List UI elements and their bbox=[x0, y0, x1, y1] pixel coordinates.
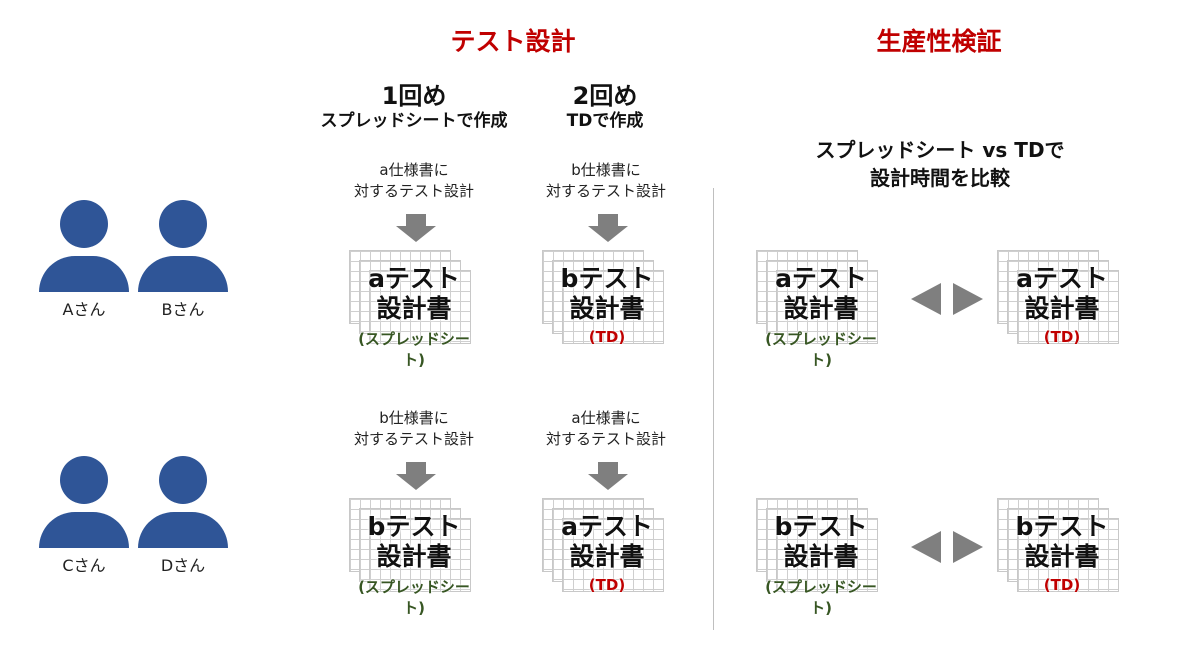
arrow-down-icon bbox=[588, 214, 628, 242]
round1-subtitle: スプレッドシートで作成 bbox=[320, 111, 508, 131]
doc-tag: (TD) bbox=[588, 328, 626, 346]
spec-bottom-round2-line1: a仕様書に bbox=[571, 409, 641, 427]
person-d-head-icon bbox=[159, 456, 207, 504]
spec-top-round1: a仕様書に 対するテスト設計 bbox=[334, 160, 494, 202]
round2-subtitle: TDで作成 bbox=[566, 111, 644, 131]
doc-title-line2: 設計書 bbox=[569, 294, 645, 323]
arrow-down-icon bbox=[396, 214, 436, 242]
doc-title-line1: bテスト bbox=[774, 512, 868, 541]
doc-compare-bottom-left: bテスト 設計書 (スプレッドシート) bbox=[756, 498, 886, 617]
doc-title-line2: 設計書 bbox=[569, 542, 645, 571]
person-c: Cさん bbox=[39, 456, 129, 576]
person-b-label: Bさん bbox=[161, 300, 205, 319]
compare-arrows-icon bbox=[911, 527, 983, 567]
person-a-label: Aさん bbox=[62, 300, 106, 319]
comparison-line1: スプレッドシート vs TDで bbox=[815, 138, 1065, 162]
compare-arrows-icon bbox=[911, 279, 983, 319]
doc-compare-top-left: aテスト 設計書 (スプレッドシート) bbox=[756, 250, 886, 369]
doc-title-line2: 設計書 bbox=[376, 294, 452, 323]
spec-top-round2: b仕様書に 対するテスト設計 bbox=[526, 160, 686, 202]
doc-title-line1: aテスト bbox=[561, 512, 653, 541]
doc-tag: (スプレッドシート) bbox=[358, 330, 470, 369]
doc-title-line2: 設計書 bbox=[376, 542, 452, 571]
spec-top-round1-line2: 対するテスト設計 bbox=[353, 182, 474, 200]
doc-tag: (スプレッドシート) bbox=[765, 330, 877, 369]
person-a: Aさん bbox=[39, 200, 129, 320]
doc-tag: (スプレッドシート) bbox=[358, 578, 470, 617]
doc-tag: (TD) bbox=[588, 576, 626, 594]
doc-title-line2: 設計書 bbox=[783, 542, 859, 571]
doc-top-round2: bテスト 設計書 (TD) bbox=[542, 250, 672, 350]
arrow-down-icon bbox=[588, 462, 628, 490]
person-b: Bさん bbox=[138, 200, 228, 320]
doc-bottom-round1: bテスト 設計書 (スプレッドシート) bbox=[349, 498, 479, 617]
doc-title-line1: bテスト bbox=[1015, 512, 1109, 541]
person-b-body-icon bbox=[138, 256, 228, 292]
doc-title-line1: aテスト bbox=[775, 264, 867, 293]
doc-title-line2: 設計書 bbox=[1024, 294, 1100, 323]
person-a-head-icon bbox=[60, 200, 108, 248]
test-design-header: テスト設計 bbox=[450, 27, 576, 56]
doc-bottom-round2: aテスト 設計書 (TD) bbox=[542, 498, 672, 598]
round2-title: 2回め bbox=[572, 82, 638, 110]
doc-title-line1: aテスト bbox=[1016, 264, 1108, 293]
productivity-header: 生産性検証 bbox=[876, 27, 1002, 56]
round2-heading: 2回め TDで作成 bbox=[530, 82, 680, 132]
person-c-label: Cさん bbox=[62, 556, 106, 575]
spec-bottom-round2: a仕様書に 対するテスト設計 bbox=[526, 408, 686, 450]
section-divider bbox=[713, 188, 714, 630]
doc-title-line2: 設計書 bbox=[1024, 542, 1100, 571]
person-a-body-icon bbox=[39, 256, 129, 292]
spec-top-round1-line1: a仕様書に bbox=[379, 161, 449, 179]
spec-bottom-round2-line2: 対するテスト設計 bbox=[545, 430, 666, 448]
spec-bottom-round1: b仕様書に 対するテスト設計 bbox=[334, 408, 494, 450]
person-b-head-icon bbox=[159, 200, 207, 248]
doc-title-line1: aテスト bbox=[368, 264, 460, 293]
person-c-head-icon bbox=[60, 456, 108, 504]
doc-title-line1: bテスト bbox=[367, 512, 461, 541]
doc-tag: (スプレッドシート) bbox=[765, 578, 877, 617]
spec-top-round2-line2: 対するテスト設計 bbox=[545, 182, 666, 200]
comparison-line2: 設計時間を比較 bbox=[870, 166, 1010, 190]
doc-compare-bottom-right: bテスト 設計書 (TD) bbox=[997, 498, 1127, 598]
arrow-down-icon bbox=[396, 462, 436, 490]
person-d-body-icon bbox=[138, 512, 228, 548]
spec-bottom-round1-line2: 対するテスト設計 bbox=[353, 430, 474, 448]
spec-bottom-round1-line1: b仕様書に bbox=[379, 409, 449, 427]
comparison-description: スプレッドシート vs TDで 設計時間を比較 bbox=[790, 136, 1090, 192]
spec-top-round2-line1: b仕様書に bbox=[571, 161, 641, 179]
round1-heading: 1回め スプレッドシートで作成 bbox=[300, 82, 528, 132]
doc-top-round1: aテスト 設計書 (スプレッドシート) bbox=[349, 250, 479, 369]
doc-tag: (TD) bbox=[1043, 328, 1081, 346]
doc-compare-top-right: aテスト 設計書 (TD) bbox=[997, 250, 1127, 350]
person-d: Dさん bbox=[138, 456, 228, 576]
doc-title-line2: 設計書 bbox=[783, 294, 859, 323]
doc-title-line1: bテスト bbox=[560, 264, 654, 293]
round1-title: 1回め bbox=[381, 82, 447, 110]
doc-tag: (TD) bbox=[1043, 576, 1081, 594]
person-c-body-icon bbox=[39, 512, 129, 548]
person-d-label: Dさん bbox=[160, 556, 206, 575]
